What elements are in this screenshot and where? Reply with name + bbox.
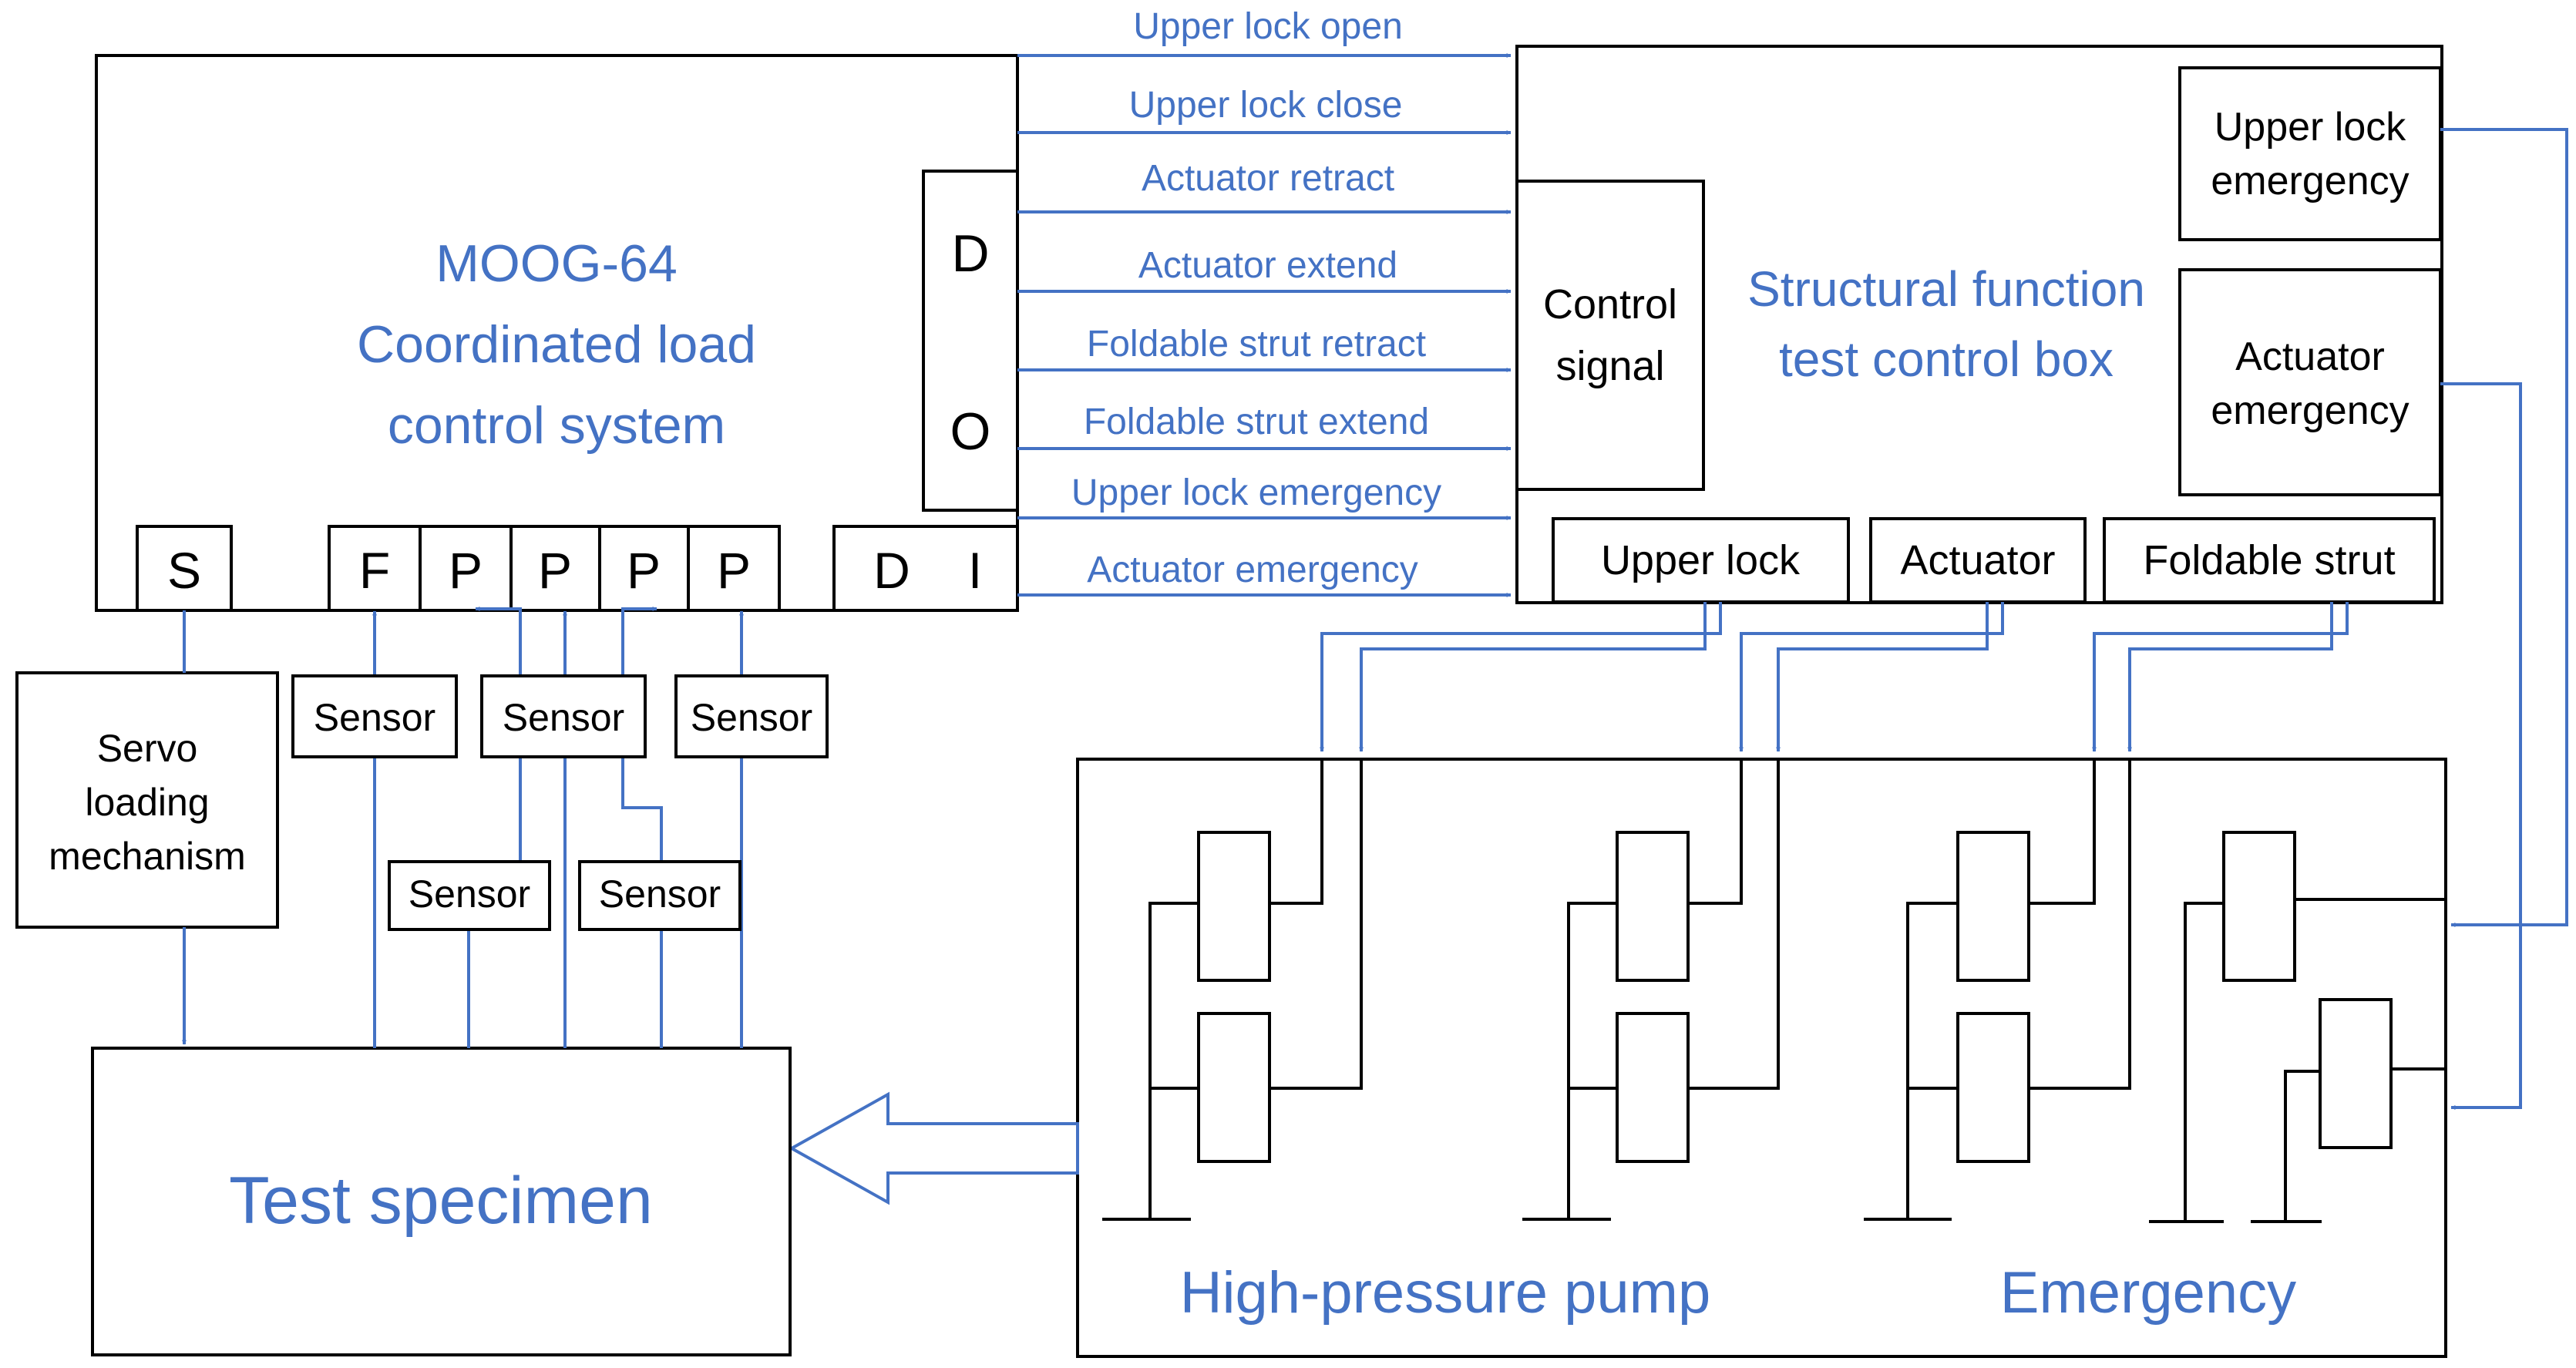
do-label-d: D (951, 224, 989, 283)
moog-title-line1: MOOG-64 (435, 234, 678, 293)
sensors: Sensor Sensor Sensor Sensor Sensor (291, 674, 829, 931)
valve-control-lines (1320, 128, 2568, 1110)
port-p4: P (717, 542, 751, 599)
test-specimen: Test specimen (91, 1047, 792, 1356)
output-blocks: Upper lock Actuator Foldable strut (1552, 517, 2436, 603)
port-p3: P (627, 542, 661, 599)
actuator-emergency-line2: emergency (2211, 388, 2409, 433)
port-f: F (359, 542, 390, 599)
port-p2: P (538, 542, 572, 599)
actuator-emergency-line1: Actuator (2235, 334, 2385, 379)
output-foldable-strut: Foldable strut (2143, 537, 2395, 583)
control-box-title-line2: test control box (1779, 331, 2114, 387)
servo-line2: loading (85, 781, 209, 824)
sensor-label: Sensor (599, 872, 721, 916)
signal-label-7: Upper lock emergency (1071, 472, 1441, 513)
control-signal-line2: signal (1555, 343, 1664, 389)
signal-lines: Upper lock open Upper lock close Actuato… (1017, 6, 1512, 597)
control-signal-block: Control signal (1515, 180, 1705, 491)
signal-label-5: Foldable strut retract (1087, 324, 1426, 365)
moog-controller: MOOG-64 Coordinated load control system (95, 54, 1019, 612)
high-pressure-pump-label: High-pressure pump (1180, 1260, 1711, 1326)
moog-title-line2: Coordinated load (357, 315, 756, 374)
upper-lock-emergency-line1: Upper lock (2214, 105, 2407, 150)
test-specimen-label: Test specimen (229, 1164, 653, 1238)
moog-title-line3: control system (388, 396, 725, 455)
upper-lock-emergency-line2: emergency (2211, 159, 2409, 203)
sensor-label: Sensor (503, 696, 624, 739)
hydraulic-emergency-group (2149, 831, 2446, 1223)
signal-label-4: Actuator extend (1138, 245, 1397, 286)
hydraulic-pump-group-3 (1864, 759, 2131, 1221)
hydraulic-system: High-pressure pump Emergency (1076, 758, 2447, 1358)
servo-line1: Servo (97, 727, 198, 770)
control-box-title-line1: Structural function (1747, 261, 2145, 317)
port-d: D (873, 542, 910, 599)
port-s: S (167, 542, 201, 599)
signal-label-2: Upper lock close (1129, 85, 1403, 126)
signal-label-6: Foldable strut extend (1084, 402, 1429, 442)
do-module: D O (922, 170, 1019, 512)
control-signal-line1: Control (1543, 281, 1677, 328)
sensor-label: Sensor (691, 696, 812, 739)
hydraulic-pump-group-2 (1522, 759, 1780, 1221)
do-label-o: O (950, 402, 991, 461)
emergency-label: Emergency (2000, 1260, 2296, 1326)
port-p1: P (449, 542, 483, 599)
sensor-label: Sensor (314, 696, 435, 739)
output-upper-lock: Upper lock (1601, 537, 1801, 583)
signal-label-3: Actuator retract (1142, 158, 1394, 199)
signal-label-8: Actuator emergency (1087, 550, 1418, 590)
actuator-emergency-block: Actuator emergency (2178, 268, 2442, 496)
upper-lock-emergency-block: Upper lock emergency (2178, 66, 2442, 241)
port-i: I (968, 542, 982, 599)
servo-loading-mechanism: Servo loading mechanism (15, 671, 279, 929)
output-actuator: Actuator (1900, 537, 2055, 583)
servo-line3: mechanism (49, 835, 246, 878)
hydraulic-to-specimen-arrow (788, 1091, 1079, 1205)
port-strip: S F P P P P D I (136, 525, 1019, 612)
signal-label-1: Upper lock open (1133, 6, 1403, 47)
sensor-label: Sensor (409, 872, 530, 916)
hydraulic-pump-group-1 (1102, 759, 1363, 1221)
